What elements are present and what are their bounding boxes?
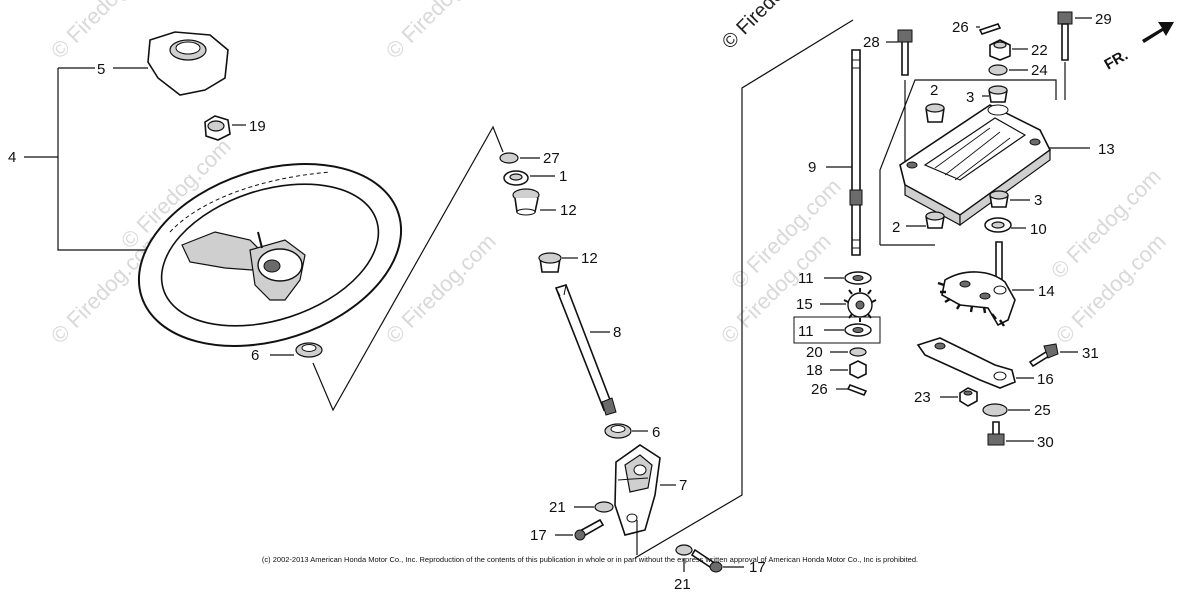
callout-21: 21 (674, 576, 691, 593)
bolt-17b (690, 548, 723, 573)
guide-line (634, 19, 854, 559)
bushing-2a (925, 103, 945, 123)
callout-26: 26 (952, 19, 969, 36)
nut-22 (989, 39, 1011, 61)
callout-7: 7 (679, 477, 687, 494)
pinion-gear-15 (843, 288, 877, 322)
callout-2: 2 (930, 82, 938, 99)
front-label: FR. (1102, 47, 1131, 74)
arrow-icon (1142, 22, 1174, 43)
bolt-31 (1028, 343, 1059, 368)
callout-8: 8 (613, 324, 621, 341)
callout-13: 13 (1098, 141, 1115, 158)
watermark: © Firedog.com (381, 0, 501, 64)
nut-18 (849, 360, 867, 379)
callout-17: 17 (749, 559, 766, 576)
callout-22: 22 (1031, 42, 1048, 59)
callout-11: 11 (798, 270, 814, 287)
callout-24: 24 (1031, 62, 1048, 79)
callout-3: 3 (1034, 192, 1042, 209)
callout-15: 15 (796, 296, 813, 313)
callout-layer: 4 5 19 6 27 1 12 12 8 6 7 21 17 21 17 9 … (8, 11, 1115, 593)
callout-6: 6 (251, 347, 259, 364)
watermark: © Firedog.com (46, 0, 166, 64)
callout-23: 23 (914, 389, 931, 406)
callout-12: 12 (581, 250, 598, 267)
washer-20 (849, 347, 867, 357)
pin-26b (846, 383, 868, 397)
horn-pad (147, 31, 229, 96)
bolt-17a (574, 518, 605, 541)
ring-1 (503, 170, 529, 186)
bushing-12a (512, 188, 540, 216)
bushing-2b (925, 211, 945, 229)
callout-10: 10 (1030, 221, 1047, 238)
callout-26: 26 (811, 381, 828, 398)
callout-20: 20 (806, 344, 823, 361)
washer-11b (844, 323, 872, 337)
shaft-8 (554, 284, 617, 416)
guide-line (312, 125, 504, 412)
washer-27 (499, 152, 519, 164)
collar-6b (604, 423, 632, 439)
sector-gear-14 (937, 241, 1016, 327)
callout-27: 27 (543, 150, 560, 167)
callout-28: 28 (863, 34, 880, 51)
washer-11a (844, 271, 872, 285)
washer-24 (988, 64, 1008, 76)
nut-19 (204, 115, 231, 141)
bolt-29 (1057, 11, 1073, 61)
callout-14: 14 (1038, 283, 1055, 300)
pitman-arm-16 (916, 337, 1016, 389)
bracket-line (57, 68, 150, 251)
washer-25 (982, 403, 1008, 417)
bolt-28 (897, 29, 913, 76)
callout-31: 31 (1082, 345, 1099, 362)
callout-17: 17 (530, 527, 547, 544)
universal-joint-7 (614, 444, 661, 536)
callout-11: 11 (798, 323, 814, 340)
washer-10 (984, 217, 1012, 233)
steering-wheel (137, 163, 403, 347)
footer-copyright: (c) 2002-2013 American Honda Motor Co., … (262, 555, 918, 564)
callout-5: 5 (97, 61, 105, 78)
callout-30: 30 (1037, 434, 1054, 451)
washer-21a (594, 501, 614, 513)
callout-2: 2 (892, 219, 900, 236)
callout-1: 1 (559, 168, 567, 185)
callout-29: 29 (1095, 11, 1112, 28)
callout-25: 25 (1034, 402, 1051, 419)
callout-12: 12 (560, 202, 577, 219)
callout-16: 16 (1037, 371, 1054, 388)
top-copyright: © Firedog.com (718, 0, 827, 54)
callout-4: 4 (8, 149, 16, 166)
bushing-3a (988, 85, 1008, 103)
highlight-box (793, 316, 881, 344)
bolt-30 (987, 421, 1005, 446)
shaft-9 (849, 49, 863, 256)
nut-23 (959, 387, 978, 407)
gearbox-housing-13 (899, 104, 1052, 227)
callout-3: 3 (966, 89, 974, 106)
bushing-12b (538, 252, 562, 273)
pin-26a (978, 23, 1002, 35)
callout-19: 19 (249, 118, 266, 135)
callout-9: 9 (808, 159, 816, 176)
washer-21b (675, 544, 693, 556)
callout-6: 6 (652, 424, 660, 441)
collar-6a (295, 342, 323, 358)
callout-18: 18 (806, 362, 823, 379)
front-direction-arrow: FR. (1102, 22, 1174, 74)
bushing-3b (989, 190, 1009, 208)
callout-21: 21 (549, 499, 566, 516)
